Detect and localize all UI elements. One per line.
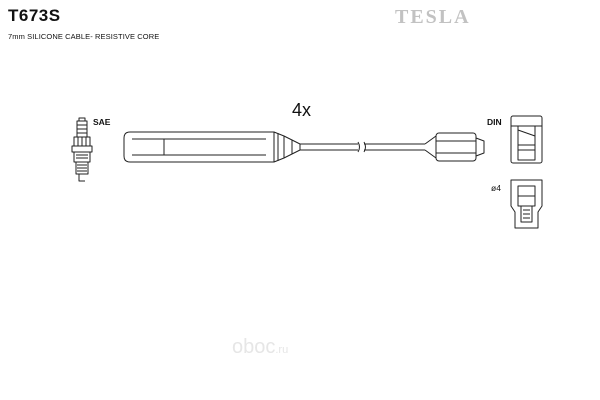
ignition-cable (300, 141, 425, 153)
din-terminal-icon (510, 115, 543, 164)
watermark-name: oboc (232, 336, 276, 358)
watermark-domain: .ru (275, 344, 289, 356)
pin-terminal-icon (510, 179, 543, 229)
watermark: oboc.ru (232, 336, 288, 359)
cable-spec: 7mm SILICONE CABLE- RESISTIVE CORE (8, 32, 160, 41)
spark-plug-icon (71, 117, 93, 182)
part-code: T673S (8, 6, 61, 25)
brand-logo: TESLA (395, 6, 471, 28)
plug-boot (123, 131, 301, 163)
quantity-label: 4x (292, 100, 312, 120)
din-label: DIN (487, 117, 502, 127)
sae-label: SAE (93, 117, 111, 127)
coil-connector (424, 132, 485, 162)
pin-diameter-label: ø4 (491, 183, 501, 193)
